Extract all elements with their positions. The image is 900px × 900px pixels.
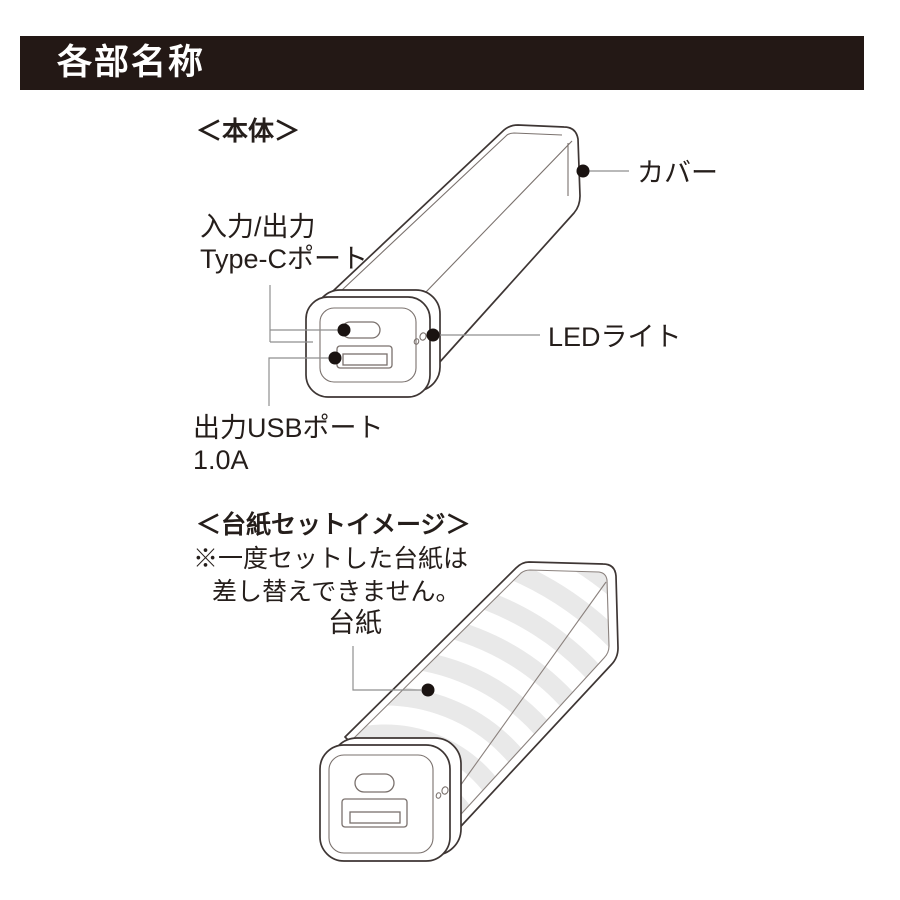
type-c-port-shape [354,773,395,793]
label-daishi: 台紙 [328,608,382,638]
main-unit-drawing [268,124,629,406]
front-plate [319,307,417,383]
insert-front-plate [328,754,434,854]
label-led-light: LEDライト [548,322,682,352]
cover-seam-line [340,132,563,292]
usb-port-shape [336,345,393,369]
usb-port-shape [341,798,408,828]
leader-lines-top [268,170,629,406]
label-typec-port: 入力/出力 Type-Cポート [200,212,369,274]
page-title: 各部名称 [57,43,206,82]
insert-crease-line [449,581,607,801]
section-title-main-unit: ＜本体＞ [196,116,301,146]
leader-line-daishi [352,646,421,691]
led-indicator-marks [435,786,449,799]
header-bar: 各部名称 [20,36,864,90]
section-title-insert: ＜台紙セットイメージ＞ [196,511,471,539]
callout-dot [328,164,590,365]
body-crease-line [424,140,573,294]
insert-unit-drawing [319,561,619,862]
led-indicator-marks [413,332,427,345]
insert-note-line1: ※一度セットした台紙は [193,545,469,573]
callout-dot [421,683,435,697]
label-usb-port: 出力USBポート 1.0A [193,413,384,475]
label-cover: カバー [637,158,718,188]
insert-note-line2: 差し替えできません。 [212,578,461,606]
paper-edge-line [351,569,610,825]
